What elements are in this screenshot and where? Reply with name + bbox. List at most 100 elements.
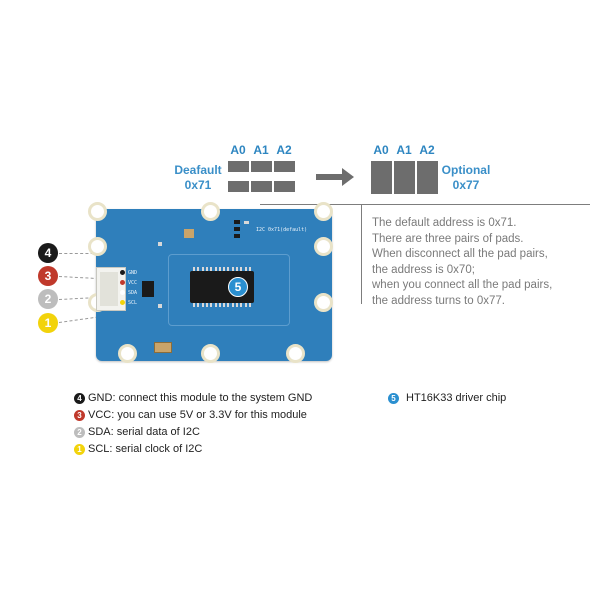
mount-hole bbox=[88, 202, 107, 221]
board-pad bbox=[234, 227, 240, 231]
chip-pin bbox=[248, 303, 251, 307]
chip-pin bbox=[248, 267, 251, 271]
chip-badge: 5 bbox=[228, 277, 248, 297]
pad bbox=[251, 161, 272, 172]
description-line: the address turns to 0x77. bbox=[372, 294, 505, 307]
capacitor bbox=[184, 229, 194, 238]
chip-pin bbox=[227, 303, 230, 307]
chip-pin bbox=[214, 267, 217, 271]
mount-hole bbox=[314, 202, 333, 221]
legend-badge: 4 bbox=[74, 393, 85, 404]
legend-badge: 1 bbox=[74, 444, 85, 455]
driver-chip: 5 bbox=[190, 267, 254, 307]
chip-pin bbox=[244, 267, 247, 271]
trace-outline bbox=[168, 254, 290, 326]
silk-vcc: VCC bbox=[128, 280, 138, 286]
chip-pin bbox=[236, 267, 238, 271]
legend-pin-desc: : connect this module to the system GND bbox=[112, 392, 313, 404]
pad-label-a0: A0 bbox=[230, 143, 246, 157]
pad bbox=[251, 181, 272, 192]
pad-label-a2: A2 bbox=[276, 143, 292, 157]
legend-badge: 3 bbox=[74, 410, 85, 421]
pad-label-a1: A1 bbox=[396, 143, 412, 157]
chip-pin bbox=[193, 303, 195, 307]
mount-hole bbox=[314, 293, 333, 312]
chip-pin bbox=[240, 267, 243, 271]
pin-dot-scl bbox=[120, 300, 125, 305]
pad-joined bbox=[417, 161, 438, 194]
grove-board: GND VCC SDA SCL I2C 0x71(default) 5 bbox=[88, 202, 333, 363]
mount-hole bbox=[286, 344, 305, 363]
chip-pin bbox=[201, 267, 204, 271]
legend-pin-desc: : serial data of I2C bbox=[110, 426, 200, 438]
mount-hole bbox=[88, 237, 107, 256]
legend-badge: 5 bbox=[388, 393, 399, 404]
divider-horizontal bbox=[260, 204, 590, 205]
transistor bbox=[142, 281, 154, 297]
chip-pin bbox=[231, 303, 234, 307]
right-arrow-icon bbox=[316, 168, 354, 186]
chip-pin bbox=[218, 267, 221, 271]
silk-scl: SCL bbox=[128, 300, 138, 306]
chip-pin bbox=[197, 267, 200, 271]
chip-pin bbox=[214, 303, 217, 307]
pin-badge-sda: 2 bbox=[38, 289, 58, 309]
legend-text: GND: connect this module to the system G… bbox=[88, 392, 312, 404]
resistor bbox=[158, 304, 162, 308]
legend-pin-name: GND bbox=[88, 392, 113, 404]
board-pad bbox=[234, 220, 240, 224]
optional-title: Optional bbox=[441, 163, 491, 177]
address-description: The default address is 0x71. There are t… bbox=[372, 216, 597, 309]
legend-badge: 2 bbox=[74, 427, 85, 438]
silk-address: I2C 0x71(default) bbox=[256, 227, 308, 233]
legend-pin-name: SDA bbox=[88, 426, 111, 438]
chip-pin bbox=[244, 303, 247, 307]
silk-sda: SDA bbox=[128, 290, 138, 296]
default-label: Deafault 0x71 bbox=[168, 163, 228, 193]
legend-text: SCL: serial clock of I2C bbox=[88, 443, 202, 455]
capacitor bbox=[154, 342, 172, 353]
mount-hole bbox=[201, 344, 220, 363]
legend-pin-name: SCL bbox=[88, 443, 110, 455]
chip-pin bbox=[223, 303, 226, 307]
default-address: 0x71 bbox=[184, 178, 212, 192]
pad bbox=[274, 181, 295, 192]
legend-pin-name: VCC bbox=[88, 409, 112, 421]
pad bbox=[228, 161, 249, 172]
pad-label-a0: A0 bbox=[373, 143, 389, 157]
mount-hole bbox=[118, 344, 137, 363]
chip-pin bbox=[240, 303, 243, 307]
pin-badge-vcc: 3 bbox=[38, 266, 58, 286]
pin-badge-gnd: 4 bbox=[38, 243, 58, 263]
description-line: When disconnect all the pad pairs, bbox=[372, 248, 548, 260]
chip-pin bbox=[193, 267, 195, 271]
chip-pin bbox=[227, 267, 230, 271]
pad bbox=[274, 161, 295, 172]
optional-address: 0x77 bbox=[452, 178, 480, 192]
leader-line bbox=[59, 253, 99, 254]
divider-vertical bbox=[361, 204, 362, 304]
chip-pin bbox=[197, 303, 200, 307]
legend-text: SDA: serial data of I2C bbox=[88, 426, 200, 438]
pin-dot-sda bbox=[120, 290, 125, 295]
grove-connector bbox=[96, 267, 126, 311]
description-line: There are three pairs of pads. bbox=[372, 232, 524, 245]
legend-chip-text: HT16K33 driver chip bbox=[406, 392, 507, 404]
pad-label-a1: A1 bbox=[253, 143, 269, 157]
chip-pin bbox=[223, 267, 226, 271]
chip-pin bbox=[201, 303, 204, 307]
legend-pin-desc: : you can use 5V or 3.3V for this module bbox=[111, 409, 307, 421]
description-line: the address is 0x70; bbox=[372, 263, 475, 276]
resistor bbox=[244, 221, 249, 224]
chip-pin bbox=[210, 267, 213, 271]
chip-pin bbox=[218, 303, 221, 307]
pad-joined bbox=[394, 161, 415, 194]
pin-dot-gnd bbox=[120, 270, 125, 275]
chip-pin bbox=[210, 303, 213, 307]
description-line: when you connect all the pad pairs, bbox=[372, 279, 553, 291]
pin-badge-scl: 1 bbox=[38, 313, 58, 333]
chip-pin bbox=[205, 303, 208, 307]
chip-pin bbox=[236, 303, 238, 307]
mount-hole bbox=[314, 237, 333, 256]
pad-label-a2: A2 bbox=[419, 143, 435, 157]
